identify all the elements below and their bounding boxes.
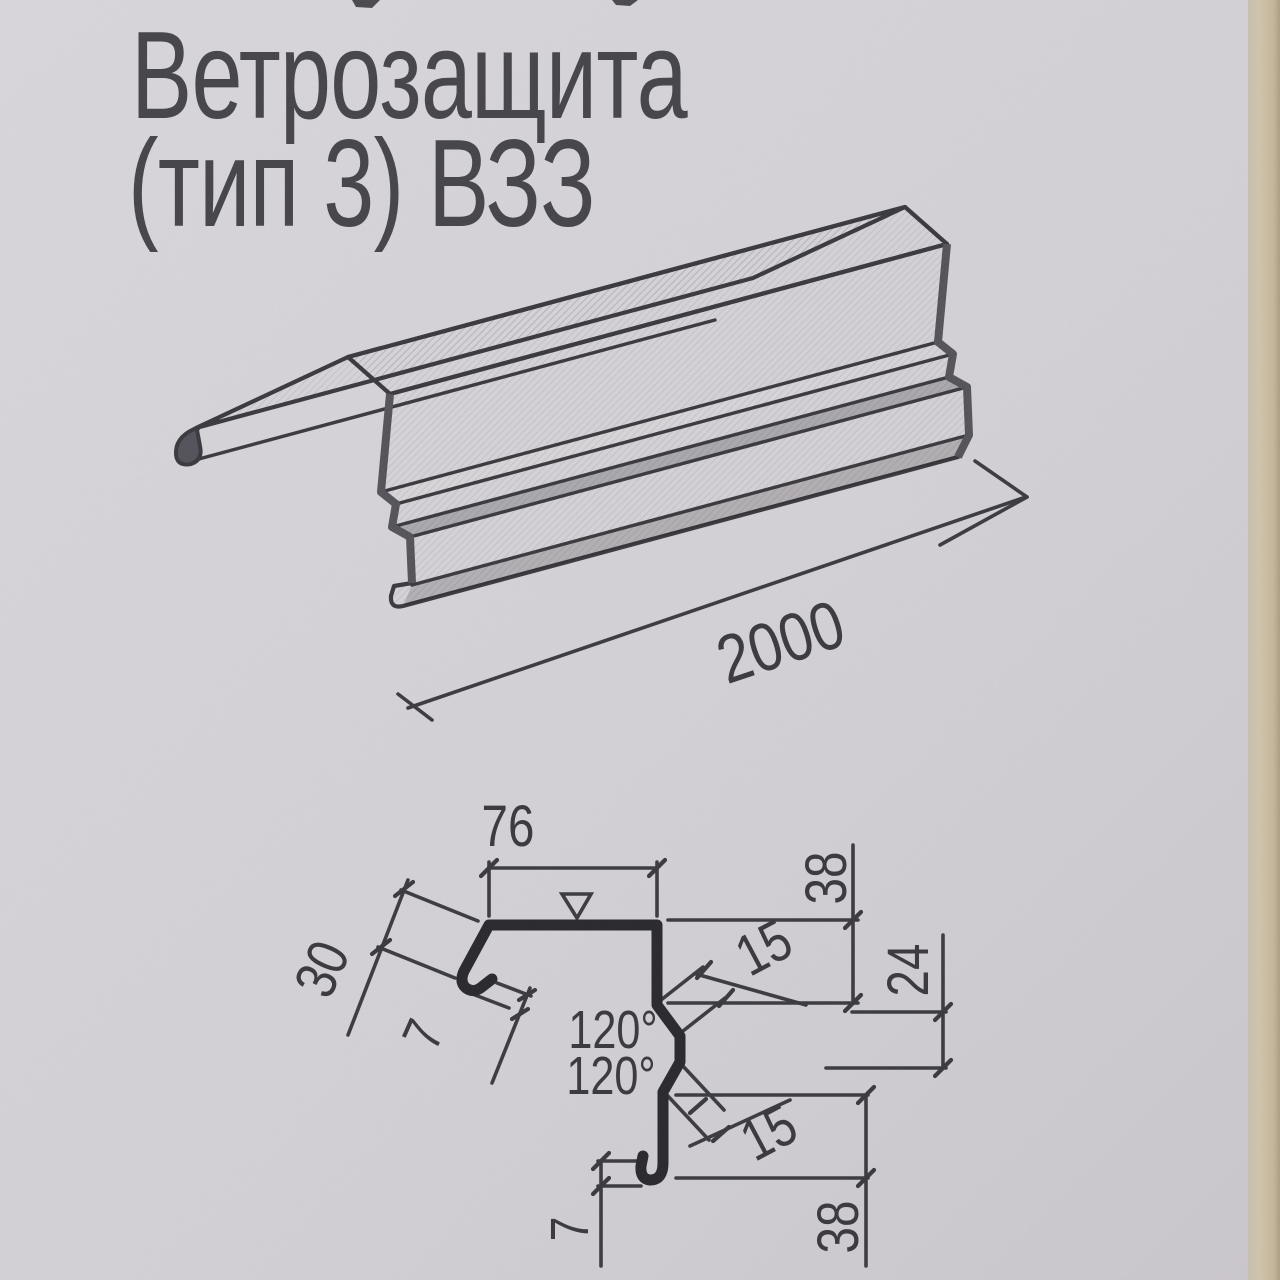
page-canvas: Ветрозащита (тип 3) ВЗЗ bbox=[0, 0, 1280, 1280]
catalog-page: Ветрозащита (тип 3) ВЗЗ bbox=[0, 0, 1280, 1280]
paper-grain-overlay bbox=[0, 0, 1280, 1280]
